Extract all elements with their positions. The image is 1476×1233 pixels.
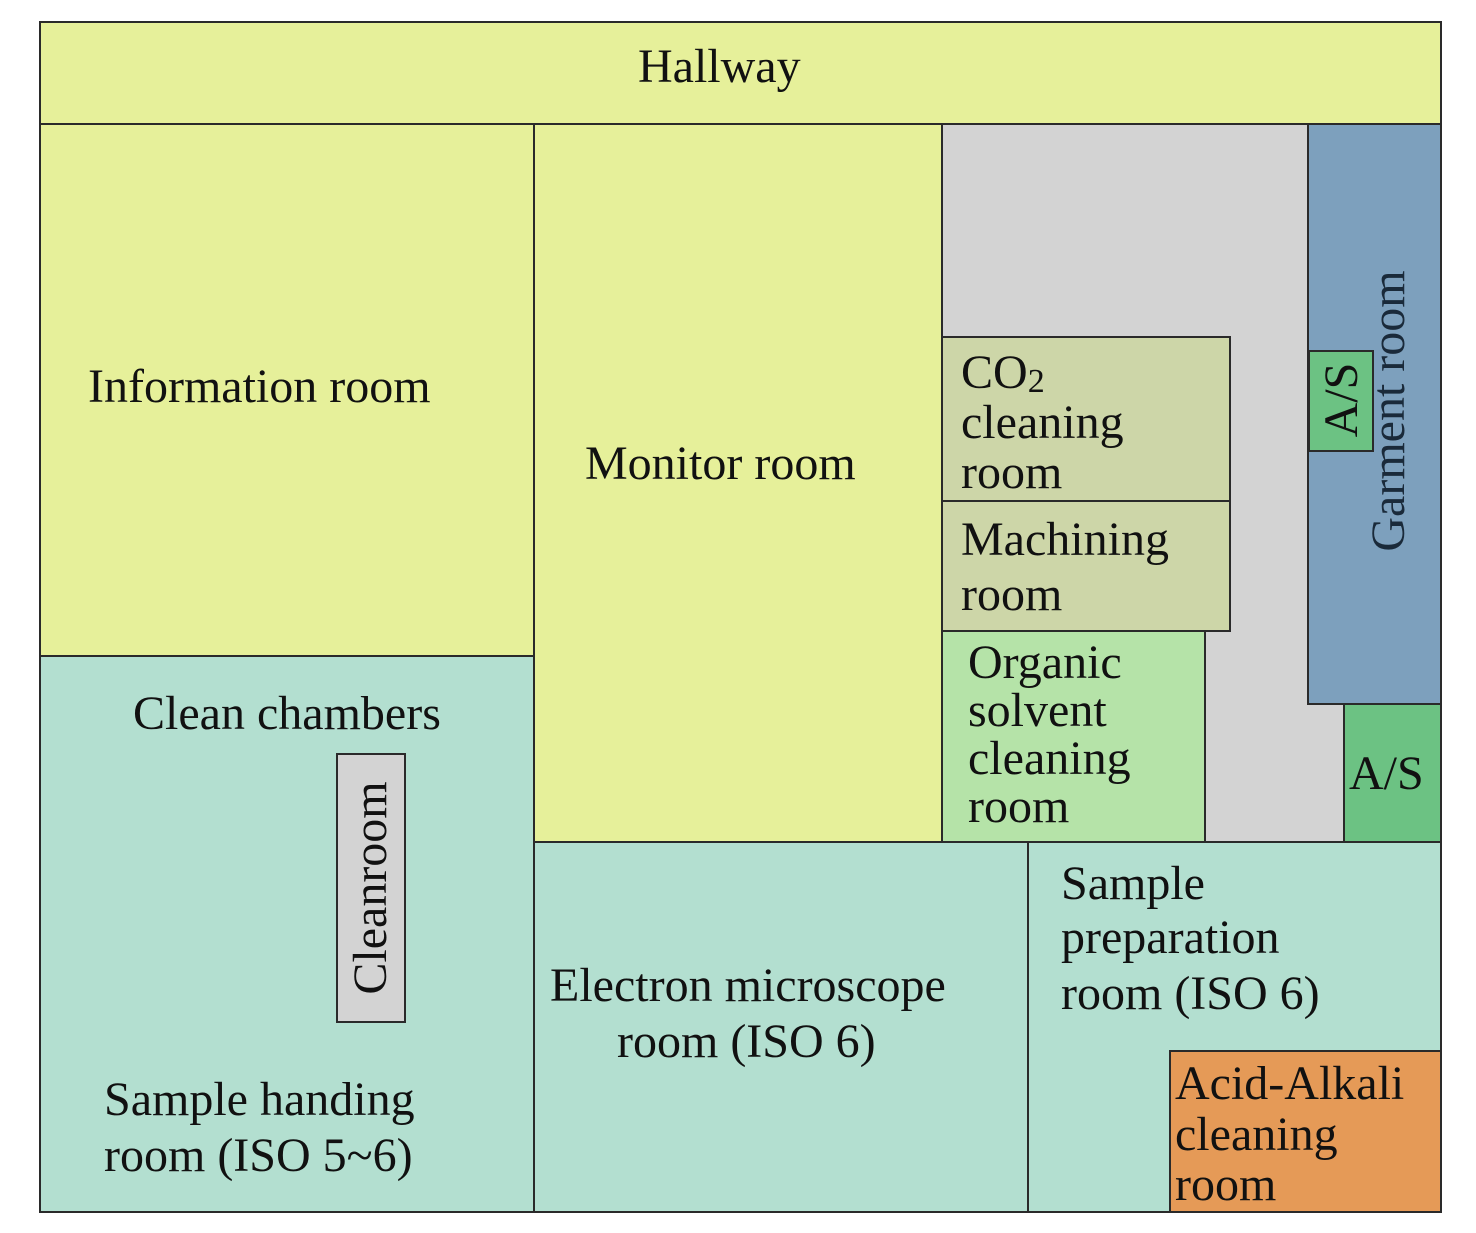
organic-room-label-3: cleaning	[968, 732, 1131, 785]
machining-room: Machining room	[941, 500, 1231, 632]
sample-preparation-room-label-3: room (ISO 6)	[1061, 967, 1320, 1020]
sample-handling-room-label-2: room (ISO 5~6)	[104, 1129, 413, 1182]
electron-microscope-room-label-2: room (ISO 6)	[617, 1015, 876, 1068]
air-shower-bottom: A/S	[1343, 703, 1442, 843]
co2-cleaning-room: CO2 cleaning room	[941, 336, 1231, 502]
information-room-label: Information room	[88, 360, 431, 413]
gray-corridor-lower	[1204, 703, 1346, 843]
monitor-room: Monitor room	[533, 123, 943, 843]
acid-alkali-room-label-2: cleaning	[1175, 1108, 1338, 1161]
machining-room-label-2: room	[961, 568, 1063, 621]
organic-room-label-1: Organic	[968, 636, 1122, 689]
hallway-label: Hallway	[638, 40, 801, 93]
electron-microscope-room-label-1: Electron microscope	[550, 959, 946, 1012]
machining-room-label-1: Machining	[961, 513, 1169, 566]
sample-preparation-room-label-1: Sample	[1061, 857, 1205, 910]
electron-microscope-room: Electron microscope room (ISO 6)	[533, 841, 1029, 1213]
organic-solvent-cleaning-room: Organic solvent cleaning room	[941, 630, 1206, 843]
hallway: Hallway	[39, 21, 1442, 125]
co2-cleaning-room-label-3: room	[961, 446, 1063, 499]
air-shower-bottom-label: A/S	[1349, 747, 1424, 800]
air-shower-top: A/S	[1308, 350, 1374, 452]
acid-alkali-cleaning-room: Acid-Alkali cleaning room	[1169, 1050, 1442, 1213]
sample-handling-room: Clean chambers Sample handing room (ISO …	[39, 655, 535, 1213]
cleanroom: Cleanroom	[336, 753, 406, 1023]
air-shower-top-label: A/S	[1315, 362, 1368, 438]
information-room: Information room	[39, 123, 535, 657]
clean-chambers-label: Clean chambers	[133, 687, 441, 740]
sample-preparation-room-label-2: preparation	[1061, 911, 1280, 964]
sample-handling-room-label-1: Sample handing	[104, 1073, 415, 1126]
acid-alkali-room-label-1: Acid-Alkali	[1175, 1057, 1405, 1110]
organic-room-label-4: room	[968, 780, 1070, 833]
co2-subscript: 2	[1027, 363, 1045, 400]
acid-alkali-room-label-3: room	[1175, 1158, 1277, 1211]
cleanroom-label: Cleanroom	[344, 781, 397, 995]
organic-room-label-2: solvent	[968, 684, 1107, 737]
co2-text: CO	[961, 346, 1028, 399]
monitor-room-label: Monitor room	[585, 437, 856, 490]
co2-cleaning-room-label-1: CO2	[961, 348, 1045, 407]
co2-cleaning-room-label-2: cleaning	[961, 396, 1124, 449]
